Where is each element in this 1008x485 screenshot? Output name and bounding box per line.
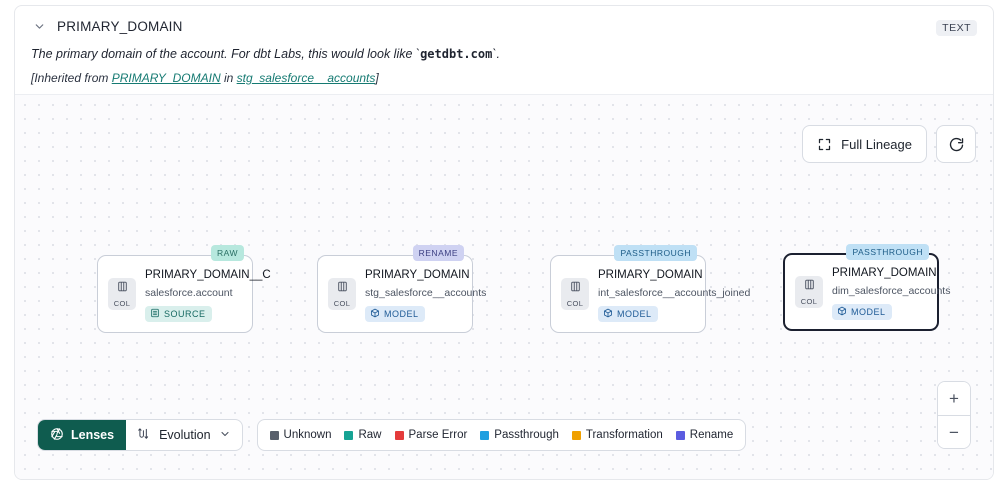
inherited-model-link[interactable]: stg_salesforce__accounts <box>236 70 376 85</box>
node-table-name: int_salesforce__accounts_joined <box>598 287 751 299</box>
column-type-chip: COL <box>108 278 136 310</box>
lineage-bottom-bar: Lenses Evolution <box>37 419 747 451</box>
description-code: getdbt.com <box>420 47 493 61</box>
legend-swatch <box>571 430 581 440</box>
node-tag-badge: PASSTHROUGH <box>846 244 929 260</box>
cube-icon <box>603 308 613 320</box>
column-icon <box>336 280 349 298</box>
legend-label: Passthrough <box>494 429 559 441</box>
node-kind-badge: MODEL <box>365 306 425 322</box>
legend-swatch <box>675 430 685 440</box>
refresh-icon <box>948 136 965 153</box>
lineage-node[interactable]: PASSTHROUGH COL PRIMARY_DOMAIN dim_sales… <box>783 244 950 331</box>
page-title: PRIMARY_DOMAIN <box>57 18 183 34</box>
node-column-name: PRIMARY_DOMAIN <box>598 269 703 281</box>
column-icon <box>569 280 582 298</box>
node-kind-badge: MODEL <box>832 304 892 320</box>
legend-item: Raw <box>344 429 382 441</box>
cube-icon <box>370 308 380 320</box>
panel-header: PRIMARY_DOMAIN TEXT The primary domain o… <box>15 6 993 94</box>
evolution-dropdown[interactable]: Evolution <box>126 420 241 450</box>
lineage-node[interactable]: RAW COL PRIMARY_DOMAIN__C salesforce.acc… <box>97 245 271 333</box>
inherit-close-bracket: ] <box>375 70 379 85</box>
node-tag-badge: RAW <box>210 245 244 261</box>
lineage-node[interactable]: PASSTHROUGH COL PRIMARY_DOMAIN int_sales… <box>550 245 750 333</box>
zoom-controls: + − <box>937 381 971 449</box>
lineage-canvas[interactable]: Full Lineage RAW COL PRIMARY_DOMAIN__C s… <box>15 94 993 479</box>
legend-swatch <box>269 430 279 440</box>
zoom-out-button[interactable]: − <box>938 415 970 448</box>
chevron-down-icon[interactable] <box>31 18 47 34</box>
lineage-legend: Unknown Raw Parse Error Passthrough Tran… <box>256 419 747 451</box>
column-type-badge: TEXT <box>936 20 977 36</box>
legend-item: Unknown <box>269 429 332 441</box>
inherit-open-bracket: [Inherited from <box>31 70 112 85</box>
lenses-button[interactable]: Lenses <box>38 420 127 450</box>
inherited-column-link[interactable]: PRIMARY_DOMAIN <box>111 70 221 85</box>
full-lineage-button[interactable]: Full Lineage <box>802 125 927 163</box>
node-table-name: dim_salesforce_accounts <box>832 285 951 297</box>
chevron-down-icon <box>219 428 231 443</box>
column-icon <box>803 278 816 296</box>
legend-label: Transformation <box>585 429 663 441</box>
column-type-chip: COL <box>561 278 589 310</box>
column-type-chip: COL <box>328 278 356 310</box>
evolution-path-icon <box>137 427 151 444</box>
column-description: The primary domain of the account. For d… <box>31 46 977 63</box>
evolution-label: Evolution <box>159 428 211 442</box>
lenses-label: Lenses <box>71 428 115 442</box>
column-chip-label: COL <box>566 299 584 308</box>
node-table-name: stg_salesforce__accounts <box>365 287 487 299</box>
column-lineage-panel: PRIMARY_DOMAIN TEXT The primary domain o… <box>14 5 994 480</box>
column-chip-label: COL <box>800 297 818 306</box>
legend-swatch <box>394 430 404 440</box>
node-kind-badge: MODEL <box>598 306 658 322</box>
cube-icon <box>837 306 847 318</box>
legend-item: Passthrough <box>480 429 559 441</box>
aperture-icon <box>50 427 64 444</box>
lineage-edges <box>15 95 315 245</box>
node-tag-badge: PASSTHROUGH <box>614 245 697 261</box>
full-lineage-label: Full Lineage <box>841 136 912 152</box>
canvas-controls: Full Lineage <box>802 125 976 163</box>
inherited-from-note: [Inherited from PRIMARY_DOMAIN in stg_sa… <box>31 71 977 85</box>
column-type-chip: COL <box>795 276 823 308</box>
legend-item: Rename <box>675 429 734 441</box>
zoom-in-button[interactable]: + <box>938 382 970 415</box>
node-kind-badge: SOURCE <box>145 306 212 322</box>
legend-label: Raw <box>358 429 382 441</box>
legend-label: Unknown <box>283 429 332 441</box>
refresh-button[interactable] <box>936 125 976 163</box>
legend-label: Rename <box>689 429 734 441</box>
lenses-segmented-control: Lenses Evolution <box>37 419 243 451</box>
node-column-name: PRIMARY_DOMAIN__C <box>145 269 271 281</box>
column-chip-label: COL <box>113 299 131 308</box>
column-icon <box>116 280 129 298</box>
legend-label: Parse Error <box>408 429 468 441</box>
expand-corners-icon <box>817 137 832 152</box>
inherit-mid-text: in <box>220 70 237 85</box>
description-prefix: The primary domain of the account. For d… <box>31 47 421 61</box>
node-column-name: PRIMARY_DOMAIN <box>365 269 470 281</box>
node-column-name: PRIMARY_DOMAIN <box>832 267 937 279</box>
description-suffix: `. <box>492 47 500 61</box>
legend-swatch <box>480 430 490 440</box>
node-table-name: salesforce.account <box>145 287 233 299</box>
legend-item: Parse Error <box>394 429 468 441</box>
legend-swatch <box>344 430 354 440</box>
database-icon <box>150 308 160 320</box>
lineage-node[interactable]: RENAME COL PRIMARY_DOMAIN stg_salesforce… <box>317 245 486 333</box>
legend-item: Transformation <box>571 429 663 441</box>
node-tag-badge: RENAME <box>412 245 464 261</box>
column-chip-label: COL <box>333 299 351 308</box>
